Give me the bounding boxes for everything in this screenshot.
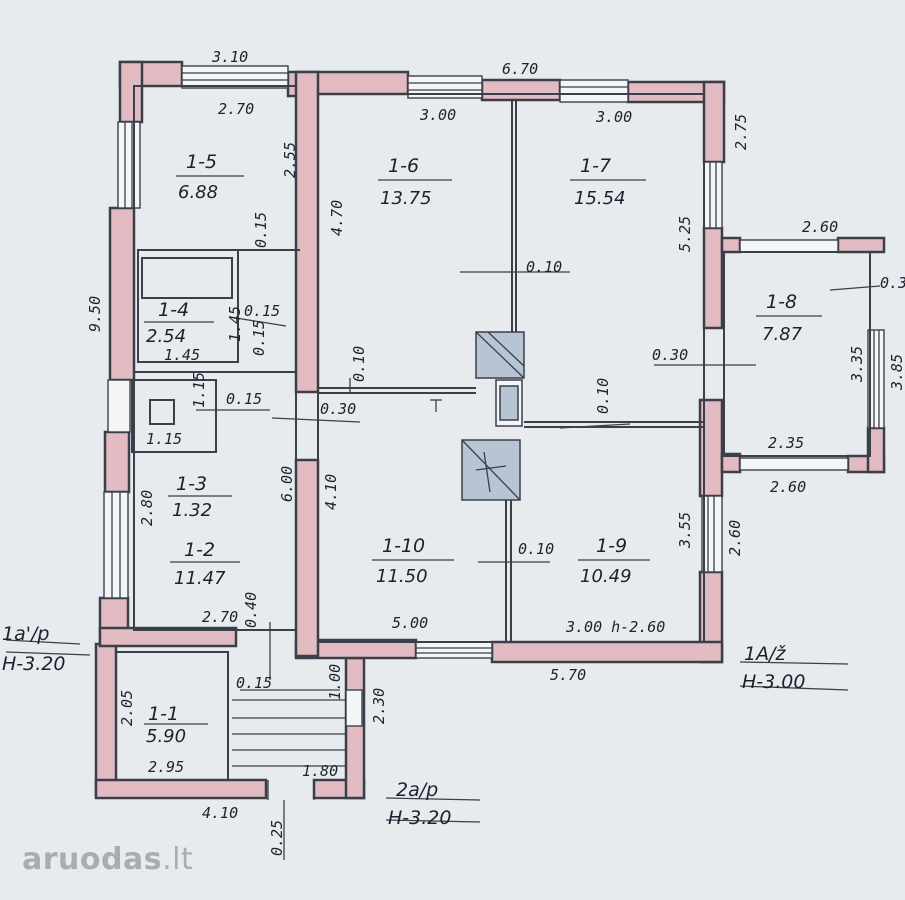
level-label: 1a'/p <box>2 623 49 645</box>
watermark-name: aruodas <box>22 842 163 877</box>
dim-bottom-main: 5.70 <box>550 666 586 684</box>
dim-porch-edge: 0.30 <box>880 274 905 292</box>
dim-wall-010-a: 0.10 <box>350 346 368 382</box>
dim-1-3-small-width: 1.15 <box>146 430 182 448</box>
dim-1-5-width: 2.70 <box>218 100 254 118</box>
dim-left-total: 9.50 <box>86 296 104 332</box>
dim-entry-outer: 2.30 <box>370 688 388 724</box>
room-area: 7.87 <box>762 324 803 345</box>
dim-1-10-height: 4.10 <box>322 474 340 510</box>
dim-wall-010-d: 0.10 <box>518 540 554 558</box>
dim-1-7-width: 3.00 <box>595 108 632 126</box>
room-id: 1-9 <box>596 535 627 557</box>
room-1-8: 1-8 7.87 <box>756 291 822 345</box>
dim-1-4-height: 1.45 <box>226 306 244 342</box>
dim-bottom-left: 4.10 <box>202 804 238 822</box>
room-id: 1-8 <box>766 291 797 313</box>
dim-wall-015-a: 0.15 <box>252 212 270 248</box>
dim-1-6-height: 4.70 <box>328 200 346 236</box>
room-id: 1-10 <box>382 535 425 557</box>
dim-1-5-height: 2.55 <box>281 142 299 178</box>
dim-right-bottom: 2.60 <box>726 520 744 556</box>
dim-top-left-outer: 3.10 <box>211 48 248 66</box>
dim-top-main: 6.70 <box>502 60 538 78</box>
dim-porch-inner-width: 2.35 <box>768 434 804 452</box>
room-id: 1-7 <box>580 155 611 177</box>
dim-entry-width: 1.00 <box>326 664 344 700</box>
room-area: 11.47 <box>174 568 226 589</box>
room-labels: 1-1 5.90 1-2 11.47 1-3 1.32 1-4 2.54 1-5… <box>144 151 822 747</box>
room-id: 1-6 <box>388 155 419 177</box>
room-1-7: 1-7 15.54 <box>570 155 646 209</box>
dim-wall-030-a: 0.30 <box>652 346 688 364</box>
room-area: 11.50 <box>376 566 428 587</box>
room-area: 6.88 <box>178 182 218 203</box>
dim-wall-010-b: 0.10 <box>526 258 562 276</box>
dim-porch-top: 2.60 <box>802 218 838 236</box>
room-id: 1-4 <box>158 299 189 321</box>
watermark-tld: .lt <box>162 842 194 877</box>
dim-wall-015-e: 0.15 <box>250 320 268 356</box>
room-area: 2.54 <box>146 326 186 347</box>
dim-1-4-width: 1.45 <box>164 346 200 364</box>
room-1-10: 1-10 11.50 <box>372 535 454 587</box>
dim-1-2-width: 2.70 <box>202 608 238 626</box>
dimension-lines <box>5 271 881 860</box>
dim-right-top: 2.75 <box>732 114 750 150</box>
dim-stairs-width: 1.80 <box>302 762 338 780</box>
room-1-1: 1-1 5.90 <box>144 703 208 747</box>
dim-wall-015-c: 0.15 <box>226 390 262 408</box>
dim-1-10-width: 5.00 <box>392 614 428 632</box>
room-area: 1.32 <box>172 500 212 521</box>
dim-1-1-width: 2.95 <box>148 758 184 776</box>
dim-porch-inner-height: 3.35 <box>848 346 866 383</box>
room-id: 1-5 <box>186 151 217 173</box>
dim-porch-outer-width: 2.60 <box>770 478 806 496</box>
room-1-6: 1-6 13.75 <box>378 155 452 209</box>
level-label: 1A/ž <box>744 643 786 665</box>
dim-step: 0.25 <box>268 820 286 856</box>
outer-walls <box>94 60 886 800</box>
room-1-4: 1-4 2.54 <box>144 299 214 347</box>
dim-wall-030-b: 0.30 <box>320 400 356 418</box>
room-1-5: 1-5 6.88 <box>176 151 244 203</box>
room-1-2: 1-2 11.47 <box>170 539 240 589</box>
dim-wall-010-c: 0.10 <box>594 378 612 414</box>
level-labels: 1a'/p H-3.20 1A/ž H-3.00 2a/p H-3.20 <box>2 623 805 829</box>
room-area: 5.90 <box>146 726 186 747</box>
dim-porch-outer-height: 3.85 <box>888 354 905 391</box>
dim-1-9-height: 3.55 <box>676 512 694 549</box>
level-height: H-3.20 <box>2 653 65 675</box>
room-id: 1-1 <box>148 703 179 725</box>
room-area: 15.54 <box>574 188 626 209</box>
windows <box>103 65 885 727</box>
dim-wall-015-d: 0.15 <box>236 674 272 692</box>
room-area: 10.49 <box>580 566 632 587</box>
room-1-3: 1-3 1.32 <box>168 473 232 521</box>
interior-walls <box>115 85 871 800</box>
dim-wall-015-b: 0.15 <box>244 302 280 320</box>
room-area: 13.75 <box>380 188 432 209</box>
dim-1-2-height: 2.80 <box>138 490 156 526</box>
dim-1-3-small-height: 1.15 <box>190 372 208 408</box>
watermark-logo: aruodas.lt <box>22 842 193 877</box>
room-1-9: 1-9 10.49 <box>578 535 650 587</box>
dimension-labels: 3.10 2.70 6.70 3.00 3.00 2.55 2.75 0.15 … <box>86 48 905 856</box>
stoves <box>430 331 525 501</box>
level-label: 2a/p <box>396 779 438 801</box>
level-height: H-3.00 <box>742 671 805 693</box>
dim-1-1-height: 2.05 <box>118 690 136 726</box>
room-id: 1-2 <box>184 539 215 561</box>
room-id: 1-3 <box>176 473 207 495</box>
dim-1-7-height: 5.25 <box>676 216 694 252</box>
dim-left-main-height: 6.00 <box>278 466 296 502</box>
dim-wall-040: 0.40 <box>242 592 260 628</box>
dim-1-9-width: 3.00 h-2.60 <box>565 618 665 636</box>
dim-1-6-width: 3.00 <box>419 106 456 124</box>
level-height: H-3.20 <box>388 807 451 829</box>
